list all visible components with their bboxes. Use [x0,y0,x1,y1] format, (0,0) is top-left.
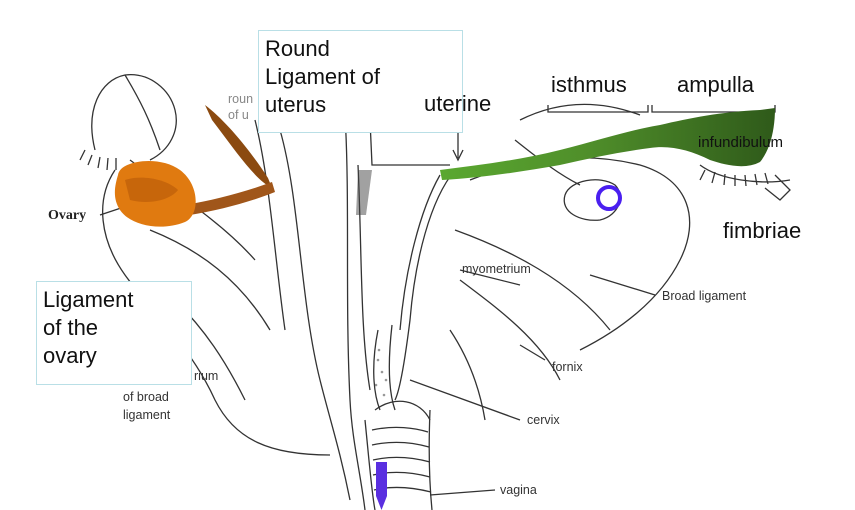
label-cervix: cervix [527,413,560,427]
uterine-tube [440,108,775,180]
label-myometrium: myometrium [462,262,531,276]
ovarian-ligament [205,105,272,188]
callout-ligament-ovary-line-1: Ligament [43,287,134,312]
label-fimbriae: fimbriae [723,218,802,243]
label-of-partial: of u [228,108,249,122]
callout-round-ligament-line-3: uterus [265,92,327,117]
cervix-shading [374,348,388,397]
callout-ligament-ovary: Ligament of the ovary [36,281,192,385]
label-round-partial: roun [228,92,254,106]
callout-ligament-ovary-line-2: of the [43,315,99,340]
label-ampulla: ampulla [677,72,755,97]
label-of-broad: of broad [123,390,169,404]
label-fornix: fornix [552,360,583,374]
callout-round-ligament-line-2: Ligament of [265,64,380,89]
callout-ligament-ovary-line-3: ovary [43,343,97,368]
label-infundibulum: infundibulum [698,134,784,151]
fundus-hatch [356,170,372,215]
callout-round-ligament: Round Ligament of uterus [258,30,463,133]
label-ovary: Ovary [48,208,87,223]
line-art [79,74,791,510]
ring-marker [596,185,622,211]
label-isthmus: isthmus [551,72,627,97]
label-vagina: vagina [500,483,537,497]
arrow-marker-head [376,496,387,510]
label-uterine: uterine [424,91,492,116]
label-broad-ligament: Broad ligament [662,289,747,303]
arrow-marker-shaft [376,462,387,496]
callout-round-ligament-line-1: Round [265,36,330,61]
label-rium-partial: rium [194,369,219,383]
ovarian-ligament-lower [185,182,275,215]
label-ligament: ligament [123,408,171,422]
ovary-shading [125,177,178,202]
